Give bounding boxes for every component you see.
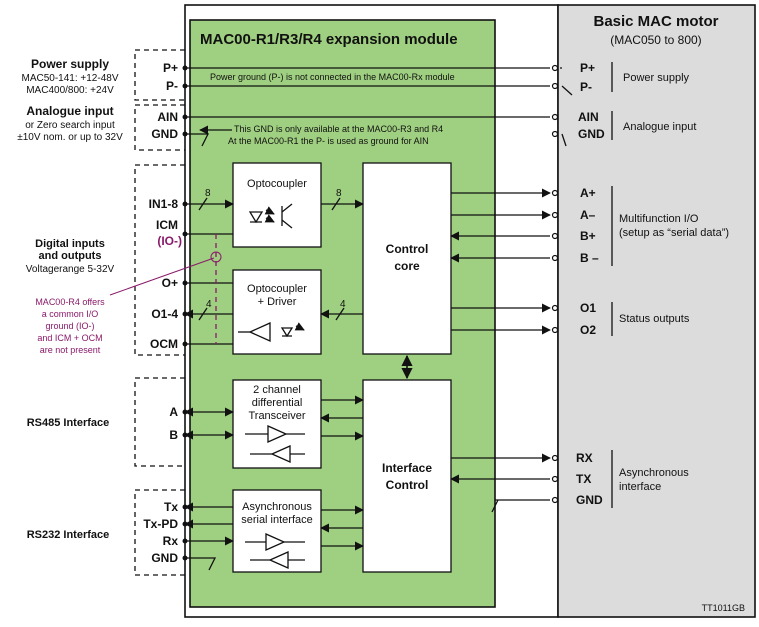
pin-p-minus-right: P- — [580, 80, 592, 94]
pin-a-plus-right: A+ — [580, 186, 596, 200]
label-power-supply: Power supply — [31, 57, 109, 71]
label-power-line2: MAC400/800: +24V — [26, 85, 114, 96]
pin-a-left: A — [169, 405, 178, 419]
label-digital-title2: and outputs — [39, 250, 102, 262]
label-analogue-line1: or Zero search input — [25, 120, 115, 131]
pin-tx-right: TX — [576, 472, 591, 486]
annotation-line1: MAC00-R4 offers — [35, 297, 105, 307]
optocoupler-driver-label2: + Driver — [258, 296, 297, 308]
note-p-minus: Power ground (P-) is not connected in th… — [210, 72, 455, 82]
power-lines — [185, 67, 573, 147]
annotation-line5: are not present — [40, 345, 101, 355]
connector-digital-frame — [134, 164, 185, 356]
label-right-multi2: (setup as “serial data”) — [619, 227, 729, 239]
async-serial-symbol — [245, 532, 305, 570]
pin-gnd-left: GND — [151, 127, 178, 141]
right-terminals — [551, 64, 559, 504]
motor-subtitle: (MAC050 to 800) — [610, 33, 701, 47]
multifunction-lines — [450, 188, 551, 335]
label-right-async1: Asynchronous — [619, 467, 689, 479]
pin-in1-8: IN1-8 — [149, 197, 179, 211]
connector-rs485-frame — [134, 377, 185, 467]
annotation-line2: a common I/O — [42, 309, 99, 319]
label-right-async2: interface — [619, 481, 661, 493]
module-title: MAC00-R1/R3/R4 expansion module — [200, 31, 458, 48]
pin-p-minus-left: P- — [166, 79, 178, 93]
note-gnd-2: At the MAC00-R1 the P- is used as ground… — [228, 136, 429, 146]
pin-o1-right: O1 — [580, 301, 596, 315]
motor-title: Basic MAC motor — [593, 13, 718, 30]
pin-io-minus: (IO-) — [157, 234, 182, 248]
label-power-line1: MAC50-141: +12-48V — [21, 73, 118, 84]
async-motor-lines — [450, 453, 551, 513]
control-core-block — [362, 162, 452, 355]
label-digital-title1: Digital inputs — [35, 238, 105, 250]
async-serial-label1: Asynchronous — [242, 501, 312, 513]
serial-wiring — [184, 395, 364, 571]
label-rs485: RS485 Interface — [27, 417, 110, 429]
async-serial-block — [232, 489, 322, 573]
motor-panel — [557, 4, 756, 618]
pin-p-plus-left: P+ — [163, 61, 178, 75]
connector-analogue-frame — [134, 104, 185, 151]
control-core-label1: Control — [386, 242, 429, 256]
optocoupler-input-symbol — [248, 203, 293, 229]
pin-b-plus-right: B+ — [580, 229, 596, 243]
bus-width-out-right: 4 — [340, 299, 346, 310]
label-right-status: Status outputs — [619, 313, 690, 325]
pin-gnd2-right: GND — [576, 493, 603, 507]
note-gnd-1: This GND is only available at the MAC00-… — [234, 124, 443, 134]
label-right-multi1: Multifunction I/O — [619, 213, 699, 225]
annotation-line3: ground (IO-) — [45, 321, 94, 331]
label-right-analogue: Analogue input — [623, 121, 696, 133]
async-serial-label2: serial interface — [241, 514, 313, 526]
label-analogue-input: Analogue input — [26, 104, 113, 118]
optocoupler-input-label: Optocoupler — [247, 178, 307, 190]
transceiver-symbol — [245, 424, 305, 464]
interface-control-block — [362, 379, 452, 573]
bus-width-in-left: 8 — [205, 188, 211, 199]
optocoupler-driver-symbol — [238, 321, 305, 343]
control-core-label2: core — [394, 259, 420, 273]
pin-o-plus: O+ — [162, 276, 178, 290]
optocoupler-driver-label1: Optocoupler — [247, 283, 307, 295]
label-right-power: Power supply — [623, 72, 690, 84]
pin-gnd-right: GND — [578, 127, 605, 141]
pin-b-minus-right: B – — [580, 251, 599, 265]
pin-o2-right: O2 — [580, 323, 596, 337]
io-ground-annotation: MAC00-R4 offers a common I/O ground (IO-… — [35, 251, 222, 355]
label-rs232: RS232 Interface — [27, 529, 110, 541]
label-digital-voltage: Voltagerange 5-32V — [26, 264, 115, 275]
pin-ocm: OCM — [150, 337, 178, 351]
pin-p-plus-right: P+ — [580, 61, 595, 75]
pin-icm: ICM — [156, 218, 178, 232]
annotation-line4: and ICM + OCM — [37, 333, 102, 343]
pin-ain-left: AIN — [157, 110, 178, 124]
pin-a-minus-right: A– — [580, 208, 596, 222]
bus-width-in-right: 8 — [336, 188, 342, 199]
optocoupler-driver-block — [232, 269, 322, 355]
connector-rs232-frame — [134, 489, 185, 576]
connector-power-frame — [134, 49, 185, 101]
label-analogue-line2: ±10V nom. or up to 32V — [17, 132, 123, 143]
interface-control-label1: Interface — [382, 461, 432, 475]
bus-width-out-left: 4 — [206, 299, 212, 310]
pin-rx-left: Rx — [163, 534, 179, 548]
pin-tx-left: Tx — [164, 500, 178, 514]
pin-o1-4: O1-4 — [151, 307, 178, 321]
figure-code: TT1011GB — [702, 603, 745, 613]
interface-control-label2: Control — [386, 478, 429, 492]
optocoupler-input-block — [232, 162, 322, 248]
transceiver-block — [232, 379, 322, 469]
pin-txpd-left: Tx-PD — [143, 517, 178, 531]
transceiver-label2: differential — [252, 397, 303, 409]
digital-io-wiring — [184, 197, 364, 345]
transceiver-label3: Transceiver — [248, 410, 305, 422]
pin-b-left: B — [169, 428, 178, 442]
pin-gnd2-left: GND — [151, 551, 178, 565]
pin-ain-right: AIN — [578, 110, 599, 124]
pin-rx-right: RX — [576, 451, 593, 465]
transceiver-label1: 2 channel — [253, 384, 301, 396]
